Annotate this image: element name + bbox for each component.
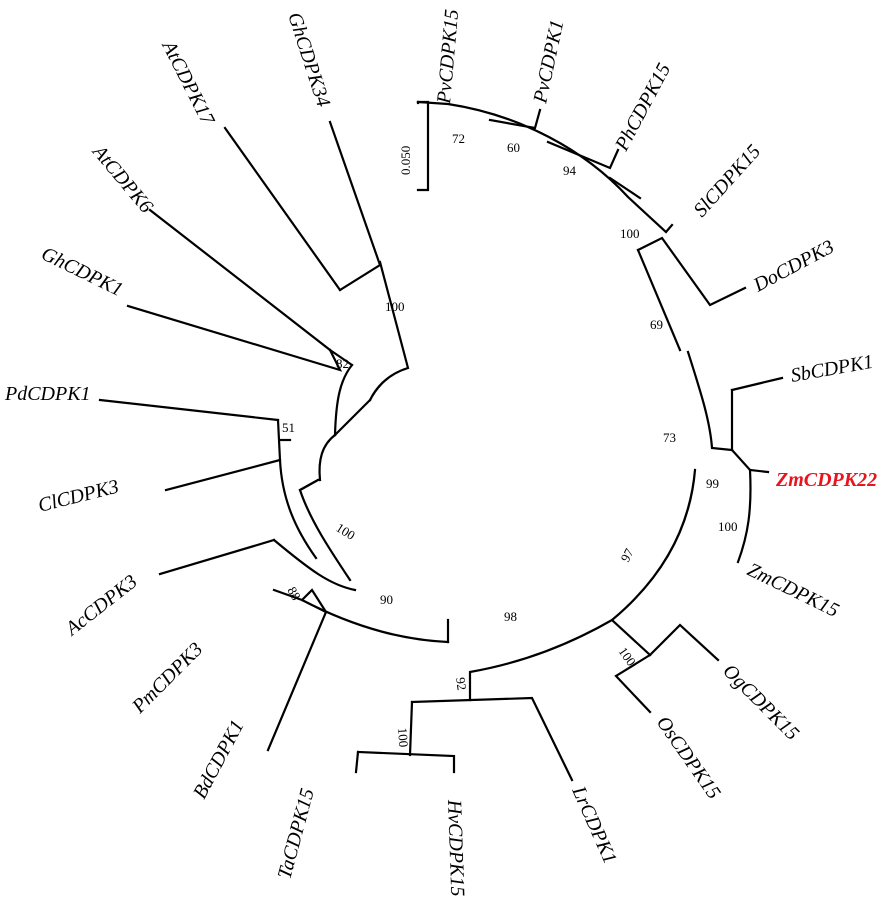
taxon-label: AtCDPK17 <box>157 36 219 130</box>
scale-bar-label: 0.050 <box>398 146 413 175</box>
branch <box>648 623 720 662</box>
bootstrap-value: 88 <box>284 584 303 603</box>
taxon-label: AcCDPK3 <box>60 571 142 642</box>
taxon-label: TaCDPK15 <box>274 786 319 881</box>
branch <box>223 126 342 292</box>
branch <box>730 448 770 474</box>
branch <box>736 468 752 564</box>
branch <box>416 100 674 234</box>
branch <box>608 176 642 200</box>
branch <box>328 348 354 367</box>
taxon-label: SbCDPK1 <box>789 351 875 387</box>
branch <box>266 588 328 752</box>
taxon-label: GhCDPK34 <box>283 10 334 110</box>
bootstrap-value: 100 <box>385 299 405 314</box>
taxon-label: OsCDPK15 <box>652 712 725 803</box>
taxon-label: PdCDPK1 <box>4 383 91 405</box>
bootstrap-value: 100 <box>395 727 411 747</box>
branch <box>298 478 320 492</box>
branch <box>328 120 382 292</box>
bootstrap-value: 97 <box>617 545 637 564</box>
bootstrap-value: 98 <box>504 609 517 624</box>
branch <box>164 418 282 492</box>
taxon-label: GhCDPK1 <box>38 243 127 301</box>
taxon-label: LrCDPK1 <box>567 782 621 867</box>
taxon-label: BdCDPK1 <box>189 716 249 802</box>
bootstrap-value: 69 <box>650 317 663 332</box>
branch <box>614 653 652 714</box>
branch <box>368 260 410 402</box>
branch <box>410 696 574 782</box>
branch <box>318 433 337 482</box>
branch <box>272 588 304 602</box>
branch <box>333 398 372 437</box>
bootstrap-value: 99 <box>706 476 719 491</box>
taxon-label: DoCDPK3 <box>749 236 838 297</box>
bootstrap-value: 92 <box>453 676 470 691</box>
branch <box>356 750 456 774</box>
taxon-label: PhCDPK15 <box>611 60 676 156</box>
branch <box>333 363 354 437</box>
branch <box>158 538 276 576</box>
bootstrap-value: 72 <box>452 131 465 146</box>
scale-bar: 0.050 <box>398 100 430 192</box>
taxon-label: PvCDPK1 <box>529 18 568 106</box>
branch <box>546 140 620 170</box>
branch <box>148 208 332 352</box>
bootstrap-value: 60 <box>507 140 520 155</box>
branch <box>272 538 357 592</box>
branch <box>126 304 343 372</box>
branch <box>610 468 697 657</box>
taxon-label: AtCDPK6 <box>87 140 157 218</box>
scale-bar-line <box>416 100 430 192</box>
branch <box>730 376 784 392</box>
bootstrap-value: 73 <box>663 430 676 445</box>
bootstrap-value: 51 <box>282 420 295 435</box>
bootstrap-values: 72 60 94 100 69 73 99 100 97 100 98 92 1… <box>282 131 738 748</box>
branch <box>468 618 614 702</box>
branch <box>488 108 542 130</box>
bootstrap-value: 82 <box>336 356 349 371</box>
taxon-label: PvCDPK15 <box>433 8 463 105</box>
taxon-label-highlight: ZmCDPK22 <box>775 469 877 491</box>
bootstrap-value: 100 <box>333 520 357 543</box>
taxon-label: OgCDPK15 <box>718 660 803 745</box>
taxon-label: HvCDPK15 <box>443 798 468 896</box>
branch <box>686 350 734 452</box>
bootstrap-value: 100 <box>718 519 738 534</box>
tree-branches <box>98 100 784 782</box>
branch <box>278 458 318 560</box>
branch <box>298 478 352 582</box>
bootstrap-value: 100 <box>620 226 640 241</box>
branch <box>636 236 747 307</box>
branch <box>636 248 682 352</box>
taxon-label: ZmCDPK15 <box>744 559 843 622</box>
taxon-label: PmCDPK3 <box>127 638 207 718</box>
taxon-label: ClCDPK3 <box>36 476 121 517</box>
bootstrap-value: 94 <box>563 163 577 178</box>
branch <box>354 750 360 774</box>
branch <box>408 700 414 757</box>
branch <box>98 398 280 422</box>
taxon-label: SlCDPK15 <box>689 141 765 222</box>
branch <box>301 599 450 644</box>
taxon-labels: PvCDPK15 PvCDPK1 PhCDPK15 SlCDPK15 DoCDP… <box>4 8 877 896</box>
bootstrap-value: 90 <box>380 592 393 607</box>
